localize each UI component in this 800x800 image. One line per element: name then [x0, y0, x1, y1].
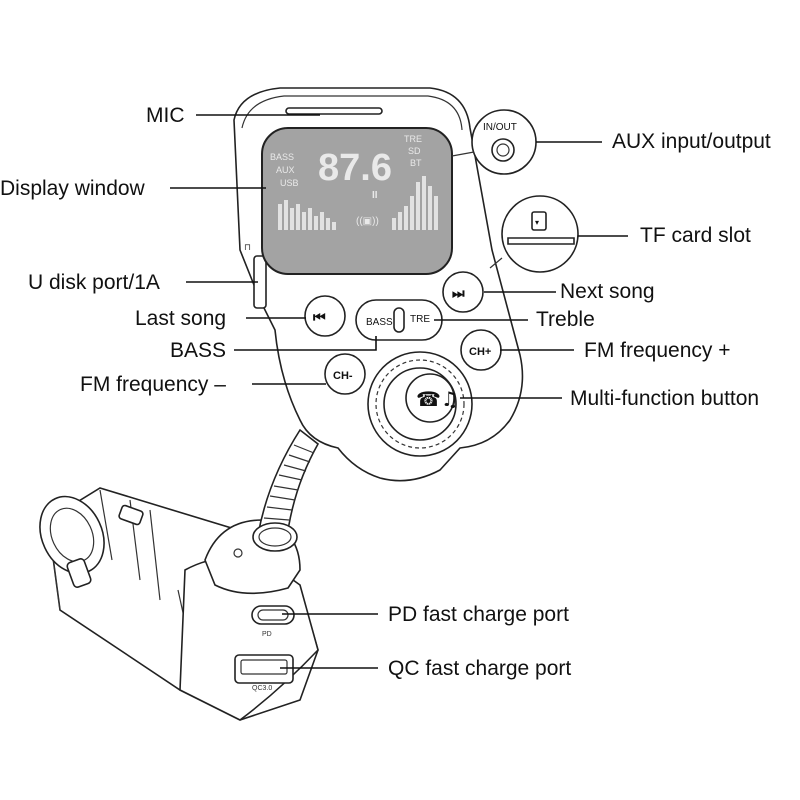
- label-qc-port: QC fast charge port: [388, 657, 571, 680]
- ch-minus-button[interactable]: CH-: [324, 353, 366, 395]
- label-multi-function-button: Multi-function button: [570, 387, 759, 410]
- lcd-equalizer: [278, 176, 438, 230]
- ch-plus-button[interactable]: CH+: [460, 329, 502, 371]
- tf-card-icon: [531, 211, 547, 231]
- lcd-bt: BT: [410, 158, 422, 168]
- pd-port-text: PD: [262, 631, 272, 638]
- ch-plus-text: CH+: [469, 346, 491, 358]
- label-display-window: Display window: [0, 177, 146, 200]
- label-u-disk-port: U disk port/1A: [28, 271, 160, 294]
- label-tf-card-slot: TF card slot: [640, 224, 751, 247]
- next-track-icon: ⏭: [452, 286, 465, 302]
- svg-text:▾: ▾: [535, 218, 539, 227]
- next-song-button[interactable]: ⏭: [442, 271, 484, 313]
- lcd-sd: SD: [408, 146, 421, 156]
- usb-symbol-icon: ⊓: [244, 243, 251, 253]
- tf-card-callout: ▾: [489, 195, 579, 273]
- lcd-usb: USB: [280, 178, 299, 188]
- label-pd-port: PD fast charge port: [388, 603, 569, 626]
- phone-music-icon: ☎♫: [416, 387, 459, 411]
- label-aux-io: AUX input/output: [612, 130, 771, 153]
- lcd-tre: TRE: [404, 134, 422, 144]
- gooseneck: [252, 428, 320, 552]
- label-fm-frequency-plus: FM frequency +: [584, 339, 730, 362]
- last-song-button[interactable]: ⏮: [304, 295, 346, 337]
- tre-key-text: TRE: [410, 314, 430, 325]
- label-treble: Treble: [536, 308, 595, 331]
- previous-track-icon: ⏮: [313, 310, 326, 326]
- bass-key-text: BASS: [366, 317, 393, 328]
- device-head: ⊓ 87.6 BASS AUX USB TRE SD BT II ((▣)) I…: [233, 87, 579, 482]
- label-next-song: Next song: [560, 280, 655, 303]
- label-fm-frequency-minus: FM frequency –: [80, 373, 226, 396]
- aux-jack-icon: [491, 138, 515, 162]
- qc-port: [234, 654, 294, 684]
- ch-minus-text: CH-: [333, 370, 353, 382]
- qc-port-text: QC3.0: [252, 685, 272, 692]
- label-bass: BASS: [170, 339, 226, 362]
- leader-lines: [170, 114, 628, 669]
- lcd-aux: AUX: [276, 165, 295, 175]
- car-plug: PD QC3.0: [39, 487, 319, 721]
- bass-treble-rocker[interactable]: BASS TRE: [355, 299, 443, 341]
- in-out-text: IN/OUT: [483, 122, 517, 133]
- display-window: [261, 127, 453, 275]
- label-last-song: Last song: [135, 307, 226, 330]
- lcd-bass: BASS: [270, 152, 294, 162]
- lcd-pause: II: [372, 190, 378, 201]
- multi-function-knob[interactable]: ☎♫: [367, 351, 473, 457]
- mic-slot: [285, 107, 383, 115]
- lcd-frequency: 87.6: [318, 147, 392, 189]
- label-mic: MIC: [146, 104, 185, 127]
- lcd-signal-icon: ((▣)): [356, 216, 379, 227]
